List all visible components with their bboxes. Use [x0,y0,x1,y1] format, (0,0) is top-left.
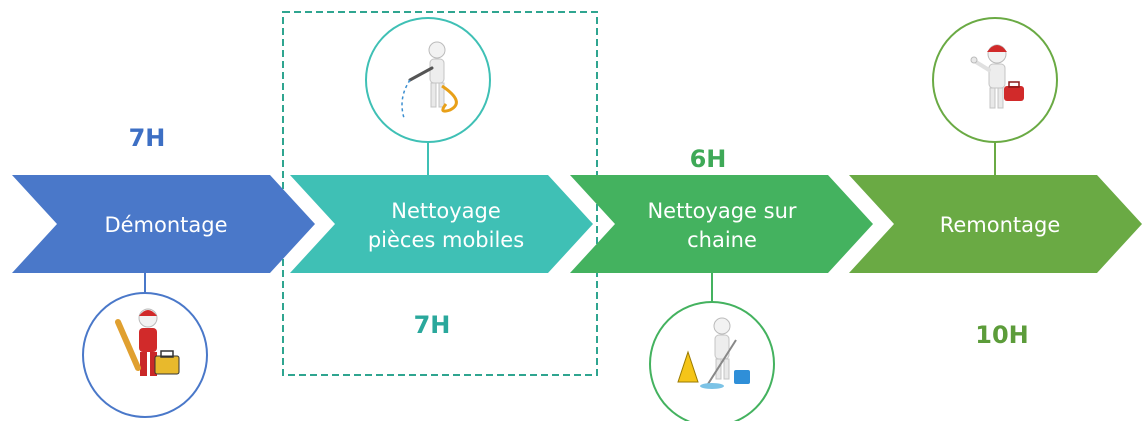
chevron-nettoyage-sur-chaine [570,175,873,273]
worker-thumbs-up-icon [932,17,1058,143]
chevron-remontage [849,175,1142,273]
worker-toolbox-icon [82,292,208,418]
step-nettoyage-sur-chaine: Nettoyage sur chaine 6H [570,145,873,421]
step-label: Démontage [104,213,227,237]
duration-label: 7H [414,311,451,339]
step-nettoyage-pieces-mobiles: Nettoyage pièces mobiles 7H [290,17,593,339]
step-label: Remontage [940,213,1061,237]
duration-label: 10H [975,321,1028,349]
step-demontage: Démontage 7H [12,124,315,418]
chevron-demontage [12,175,315,273]
duration-label: 6H [690,145,727,173]
step-label: chaine [687,228,757,252]
duration-label: 7H [129,124,166,152]
step-label: Nettoyage sur [647,199,796,223]
cleaning-hose-icon [365,17,491,143]
step-remontage: Remontage 10H [849,17,1142,349]
step-label: Nettoyage [391,199,501,223]
mop-bucket-icon [649,301,775,421]
step-label: pièces mobiles [368,228,524,252]
chevron-nettoyage-pieces-mobiles [290,175,593,273]
